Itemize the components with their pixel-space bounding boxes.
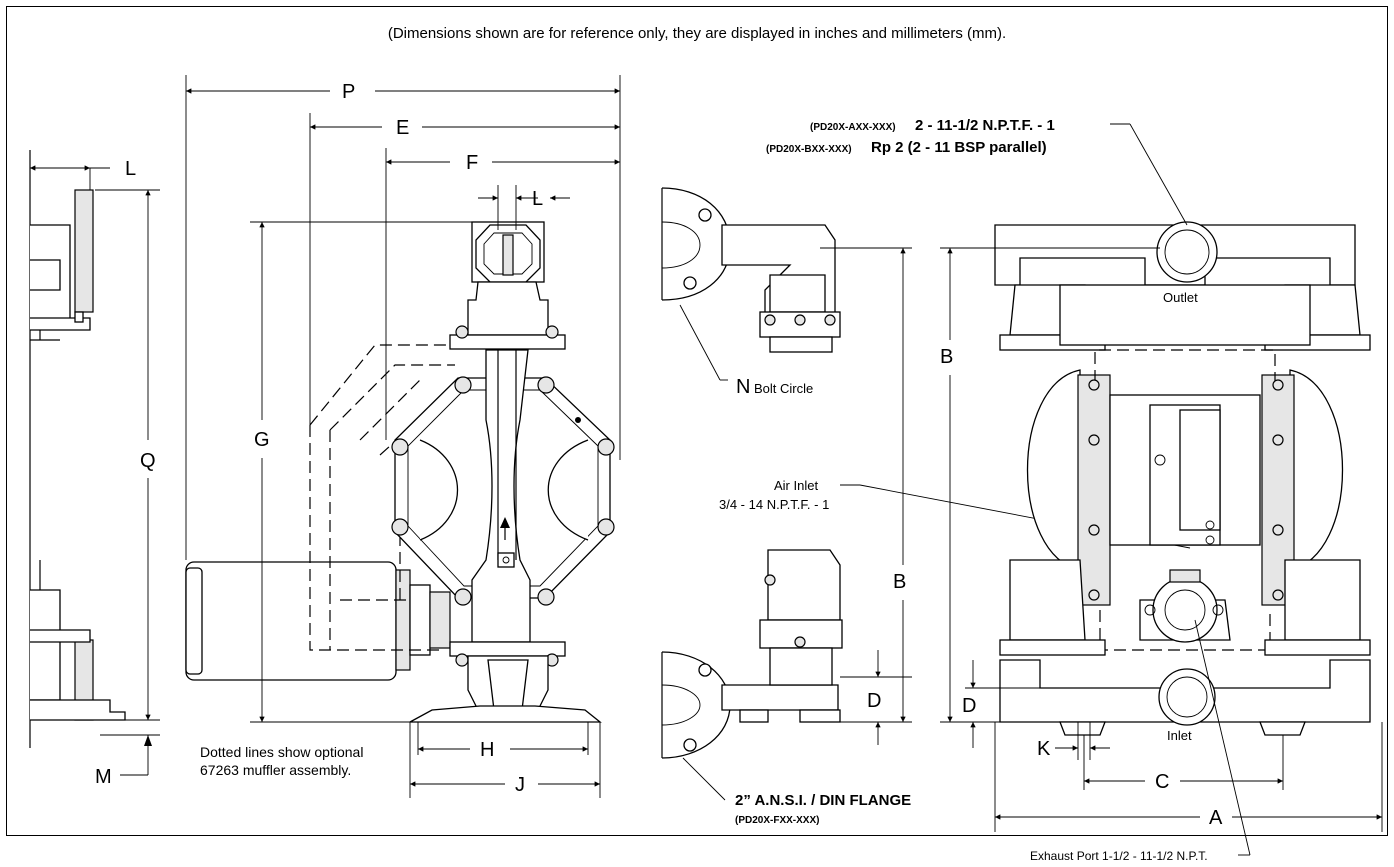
bolt-circle-label: Bolt Circle [754, 381, 813, 396]
dim-A: A [1209, 807, 1223, 829]
dim-M: M [95, 766, 112, 788]
dim-D-right: D [962, 695, 976, 717]
outlet-label: Outlet [1163, 290, 1198, 305]
dotted-note-line-1: Dotted lines show optional [200, 744, 363, 760]
drawing-frame [6, 6, 1388, 836]
dim-L-top: L [532, 188, 543, 210]
dim-F: F [466, 152, 478, 174]
port-a-spec: 2 - 11-1/2 N.P.T.F. - 1 [915, 117, 1055, 134]
flange-model-label: (PD20X-FXX-XXX) [735, 815, 819, 826]
dotted-note-line-2: 67263 muffler assembly. [200, 762, 351, 778]
edge-side-view [29, 150, 126, 748]
dim-C: C [1155, 771, 1169, 793]
dim-P: P [342, 81, 355, 103]
exhaust-port-label: Exhaust Port 1-1/2 - 11-1/2 N.P.T. [1030, 849, 1208, 863]
inlet-label: Inlet [1167, 728, 1192, 743]
dim-B-upper: B [940, 346, 953, 368]
air-inlet-spec: 3/4 - 14 N.P.T.F. - 1 [719, 497, 829, 512]
dim-L-left: L [125, 158, 136, 180]
port-b-spec: Rp 2 (2 - 11 BSP parallel) [871, 139, 1047, 156]
port-a-model: (PD20X-AXX-XXX) [810, 122, 896, 133]
port-b-model: (PD20X-BXX-XXX) [766, 144, 852, 155]
flange-view [661, 187, 843, 759]
dim-N: N [736, 376, 750, 398]
dim-Q: Q [140, 450, 156, 472]
dim-J: J [515, 774, 525, 796]
air-inlet-label: Air Inlet [774, 478, 818, 493]
pump-front-view [994, 221, 1371, 736]
dim-H: H [480, 739, 494, 761]
dim-K: K [1037, 738, 1051, 760]
header-note: (Dimensions shown are for reference only… [388, 25, 1006, 42]
dim-D-mid: D [867, 690, 881, 712]
dim-E: E [396, 117, 409, 139]
flange-label: 2” A.N.S.I. / DIN FLANGE [735, 792, 911, 809]
dim-B-lower: B [893, 571, 906, 593]
dim-G: G [254, 429, 270, 451]
pump-side-view [185, 221, 615, 723]
